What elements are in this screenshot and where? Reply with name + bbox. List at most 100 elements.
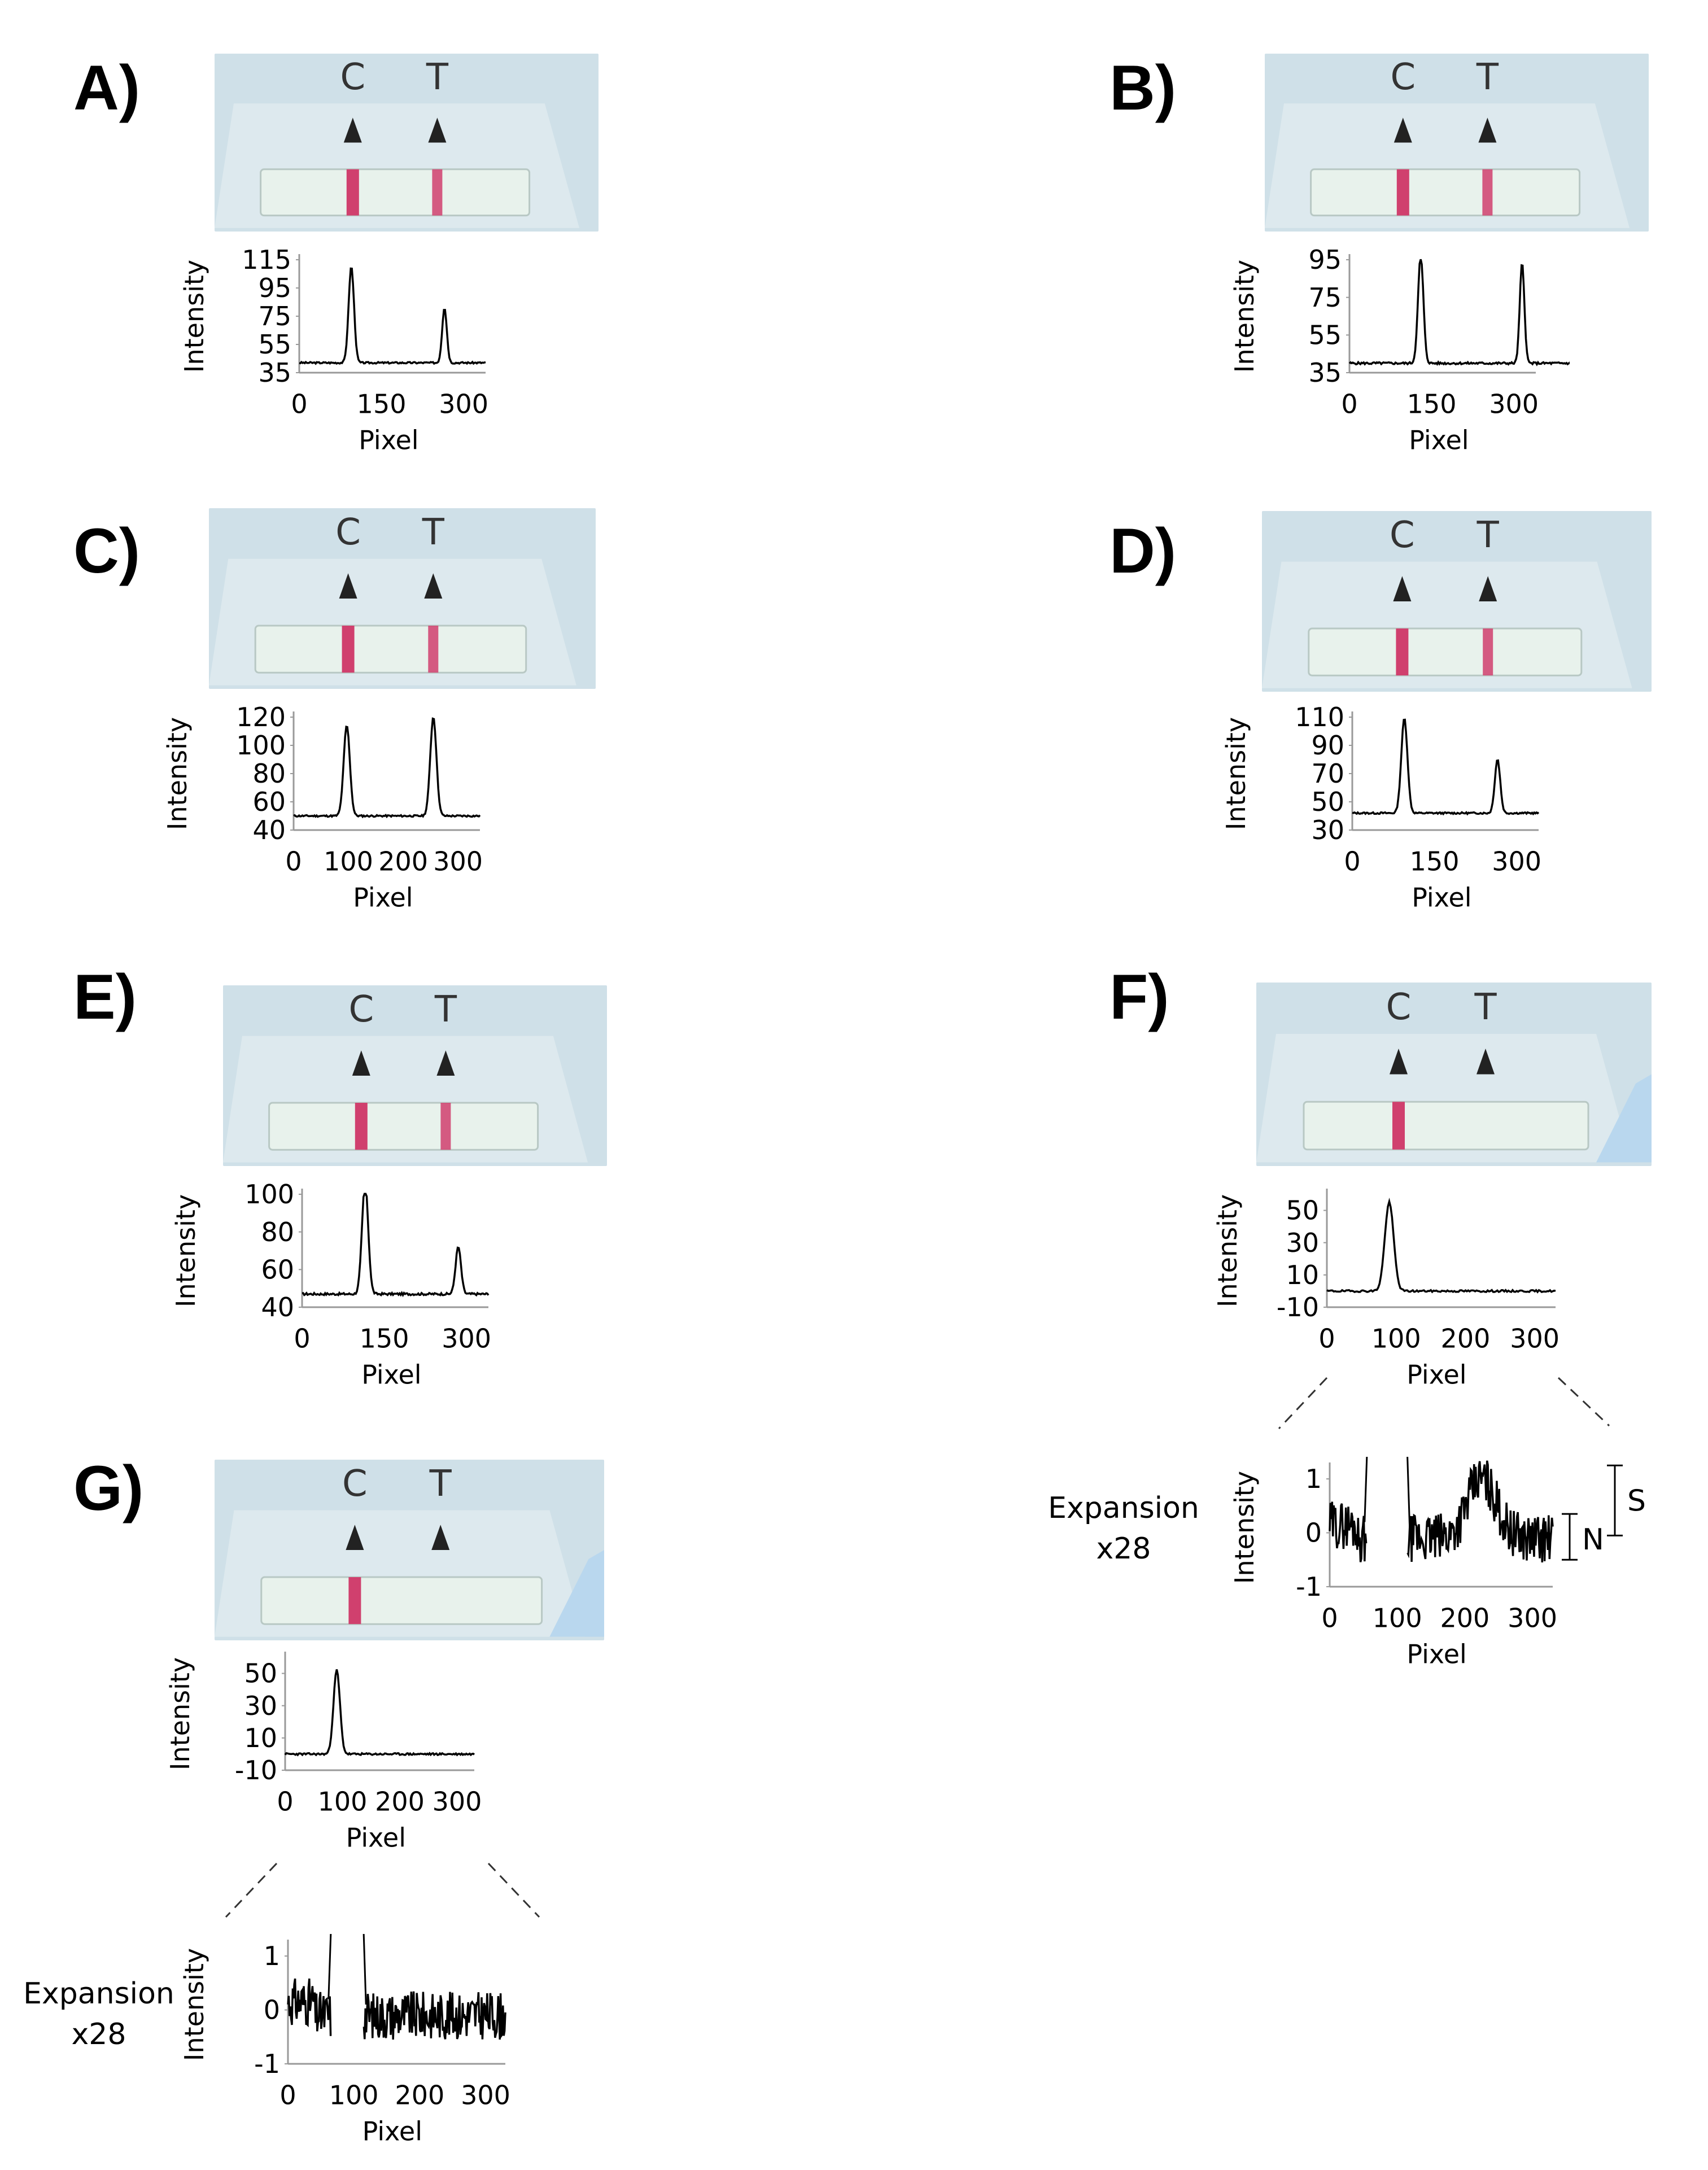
strip-window bbox=[260, 168, 531, 217]
y-tick-label: 90 bbox=[1311, 730, 1344, 761]
x-tick-label: 300 bbox=[1510, 1323, 1560, 1353]
signal-label: S bbox=[1627, 1484, 1646, 1518]
strip-arrow-control-icon bbox=[1393, 576, 1412, 601]
y-tick-label: 55 bbox=[1308, 320, 1342, 350]
x-axis-label: Pixel bbox=[362, 2116, 422, 2147]
expansion-caption-g: Expansion x28 bbox=[8, 1973, 189, 2055]
strip-arrow-test-icon bbox=[436, 1050, 455, 1076]
strip-window bbox=[268, 1102, 539, 1151]
y-axis-label: Intensity bbox=[1221, 717, 1251, 830]
strip-label-test: T bbox=[422, 512, 445, 553]
x-axis-label: Pixel bbox=[359, 425, 418, 456]
control-band bbox=[1396, 628, 1409, 676]
y-tick-label: 1 bbox=[1305, 1464, 1322, 1494]
y-tick-label: 30 bbox=[1286, 1228, 1319, 1258]
strip-label-test: T bbox=[1474, 986, 1497, 1028]
data-line bbox=[362, 1991, 506, 2040]
sample-pad bbox=[1596, 1074, 1652, 1163]
y-tick-label: 100 bbox=[244, 1179, 294, 1210]
y-axis-label: Intensity bbox=[1229, 1471, 1260, 1584]
x-tick-label: 0 bbox=[1321, 1603, 1338, 1633]
y-tick-label: 40 bbox=[261, 1292, 294, 1322]
x-axis-label: Pixel bbox=[1406, 1360, 1466, 1390]
test-band bbox=[440, 1103, 451, 1150]
strip-arrow-test-icon bbox=[428, 117, 447, 143]
panel-label-a: A) bbox=[73, 53, 141, 123]
strip-arrow-test-icon bbox=[424, 573, 443, 599]
x-tick-label: 100 bbox=[329, 2080, 379, 2110]
panel-label-d: D) bbox=[1109, 516, 1177, 586]
x-tick-label: 300 bbox=[461, 2080, 510, 2110]
expansion-caption-line1: Expansion bbox=[1048, 1491, 1199, 1525]
data-line bbox=[1348, 259, 1570, 366]
x-tick-label: 200 bbox=[1441, 1323, 1491, 1353]
x-tick-label: 300 bbox=[442, 1323, 491, 1353]
x-tick-label: 0 bbox=[279, 2080, 296, 2110]
data-line bbox=[302, 1193, 490, 1298]
y-tick-label: 40 bbox=[252, 815, 286, 845]
x-axis-label: Pixel bbox=[346, 1823, 406, 1853]
y-axis-label: Intensity bbox=[164, 717, 193, 830]
x-tick-label: 300 bbox=[433, 1786, 482, 1817]
strip-arrow-test-icon bbox=[1479, 576, 1497, 601]
sample-pad bbox=[549, 1550, 604, 1637]
y-tick-label: 115 bbox=[242, 244, 291, 275]
y-axis-label: Intensity bbox=[1212, 1194, 1243, 1307]
y-tick-label: 80 bbox=[261, 1217, 294, 1247]
x-tick-label: 100 bbox=[1373, 1603, 1422, 1633]
strip-label-control: C bbox=[1390, 514, 1415, 556]
x-tick-label: 0 bbox=[285, 846, 302, 876]
strip-label-control: C bbox=[340, 56, 365, 98]
data-line bbox=[1352, 718, 1540, 816]
x-axis-label: Pixel bbox=[1412, 883, 1471, 913]
test-band bbox=[1483, 628, 1493, 676]
x-tick-label: 0 bbox=[1318, 1323, 1335, 1353]
data-line-spike bbox=[362, 1933, 367, 2005]
strip-label-control: C bbox=[1386, 986, 1412, 1028]
panel-label-e: E) bbox=[73, 962, 137, 1032]
x-axis-label: Pixel bbox=[1409, 425, 1469, 456]
strip-label-test: T bbox=[434, 989, 457, 1031]
x-tick-label: 300 bbox=[1508, 1603, 1557, 1633]
data-line bbox=[1326, 1198, 1556, 1294]
data-line bbox=[1406, 1460, 1554, 1562]
x-tick-label: 0 bbox=[294, 1323, 310, 1353]
panel-label-g: G) bbox=[73, 1453, 144, 1523]
y-tick-label: 50 bbox=[1286, 1195, 1319, 1226]
y-tick-label: -1 bbox=[254, 2049, 280, 2079]
y-tick-label: 75 bbox=[258, 301, 291, 331]
control-band bbox=[342, 626, 355, 673]
data-line bbox=[293, 717, 481, 819]
expansion-caption-f: Expansion x28 bbox=[1033, 1488, 1214, 1569]
strip-label-test: T bbox=[1476, 56, 1499, 98]
y-tick-label: 75 bbox=[1308, 282, 1342, 313]
test-band bbox=[432, 169, 443, 216]
y-tick-label: -10 bbox=[235, 1755, 277, 1785]
strip-arrow-control-icon bbox=[352, 1050, 370, 1076]
y-tick-label: -1 bbox=[1296, 1571, 1322, 1602]
x-tick-label: 200 bbox=[1440, 1603, 1489, 1633]
strip-arrow-control-icon bbox=[346, 1525, 364, 1550]
expansion-caption-line2: x28 bbox=[71, 2018, 126, 2051]
panel-label-f: F) bbox=[1109, 962, 1169, 1032]
strip-label-control: C bbox=[348, 989, 374, 1031]
test-band bbox=[428, 626, 439, 673]
data-line bbox=[299, 267, 486, 365]
y-tick-label: 50 bbox=[1311, 787, 1344, 817]
x-tick-label: 200 bbox=[378, 846, 428, 876]
control-band bbox=[348, 1577, 361, 1625]
y-tick-label: 50 bbox=[244, 1658, 277, 1689]
y-tick-label: 10 bbox=[1286, 1260, 1319, 1290]
